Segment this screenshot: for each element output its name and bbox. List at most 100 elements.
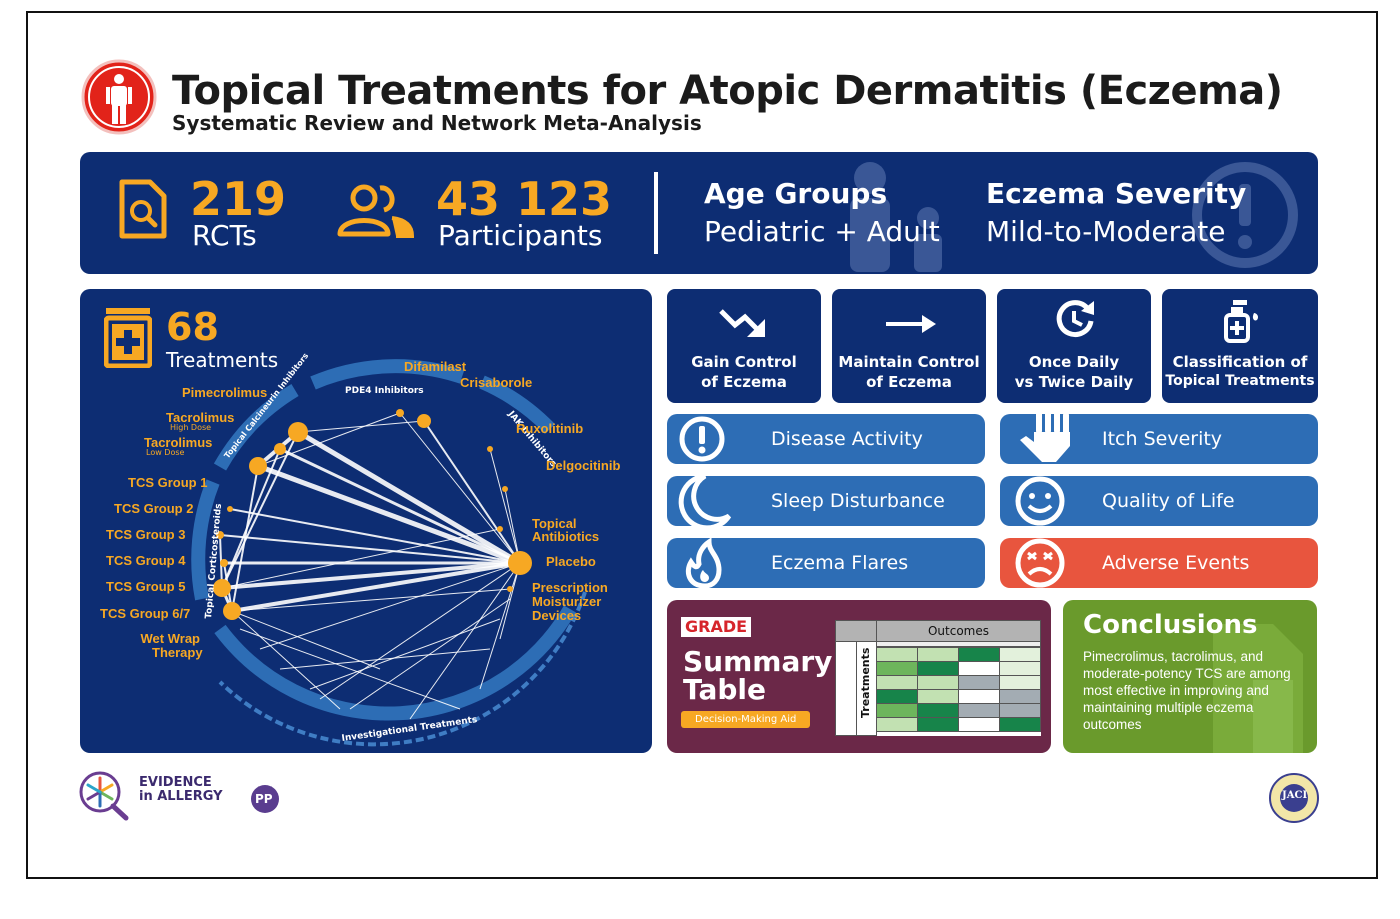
tile-once-daily-line1: Once Daily bbox=[1028, 353, 1120, 371]
outcome-sleep-disturbance-label: Sleep Disturbance bbox=[771, 490, 945, 512]
label-tacrolimus-high: Tacrolimus bbox=[166, 410, 235, 425]
label-tacrolimus-low: Tacrolimus bbox=[144, 435, 213, 450]
node-tcs4 bbox=[220, 559, 228, 567]
grade-tag: Decision-Making Aid bbox=[681, 711, 811, 728]
outcome-itch-severity[interactable]: Itch Severity bbox=[1000, 406, 1318, 464]
label-crisaborole: Crisaborole bbox=[460, 375, 533, 390]
node-tcs5 bbox=[213, 579, 231, 597]
label-tcs-group-67: TCS Group 6/7 bbox=[100, 606, 191, 621]
conclusions-panel: Conclusions Pimecrolimus, tacrolimus, an… bbox=[1063, 600, 1317, 753]
outcome-sleep-disturbance[interactable]: Sleep Disturbance bbox=[667, 473, 985, 530]
age-groups-value: Pediatric + Adult bbox=[704, 215, 940, 248]
moon-icon bbox=[678, 473, 732, 530]
tile-maintain-control[interactable]: Maintain Control of Eczema bbox=[832, 289, 986, 403]
medicine-box-icon bbox=[104, 308, 152, 368]
node-topical-antibiotics bbox=[497, 526, 503, 532]
participants-label: Participants bbox=[438, 219, 603, 252]
label-prescription: Prescription bbox=[532, 580, 608, 595]
document-search-icon bbox=[119, 179, 167, 239]
evidence-logo-line2: in ALLERGY bbox=[139, 789, 223, 804]
tcs-arc bbox=[191, 479, 220, 601]
tile-gain-control-line1: Gain Control bbox=[691, 353, 797, 371]
label-difamilast: Difamilast bbox=[404, 359, 467, 374]
age-groups-title: Age Groups bbox=[704, 177, 888, 210]
pump-bottle-icon bbox=[1224, 300, 1258, 343]
calcineurin-ring-label: Topical Calcineurin Inhibitors bbox=[222, 351, 310, 460]
outcome-quality-of-life[interactable]: Quality of Life bbox=[1000, 476, 1318, 526]
grade-panel: GRADE Summary Table Decision-Making Aid … bbox=[667, 600, 1051, 753]
node-tacrolimus-high bbox=[274, 443, 286, 455]
node-tcs67 bbox=[223, 602, 241, 620]
severity-title: Eczema Severity bbox=[986, 177, 1247, 210]
outcome-disease-activity[interactable]: Disease Activity bbox=[667, 414, 985, 464]
pde4-arc bbox=[310, 359, 465, 390]
outcome-adverse-events-label: Adverse Events bbox=[1102, 552, 1250, 574]
conclusions-text: Pimecrolimus, tacrolimus, and moderate-p… bbox=[1083, 649, 1291, 732]
conclusions-title: Conclusions bbox=[1083, 610, 1258, 640]
jtf-pp-text: PP bbox=[255, 792, 273, 806]
sick-face-icon bbox=[1015, 538, 1065, 588]
label-wet-wrap-therapy: Therapy bbox=[152, 645, 203, 660]
people-icon bbox=[337, 184, 415, 238]
stats-banner: 219 RCTs 43 123 Participants Age Groups … bbox=[80, 152, 1318, 274]
divider bbox=[654, 172, 658, 254]
node-ruxolitinib bbox=[487, 446, 493, 452]
grade-summary-table: Outcomes Treatments bbox=[835, 620, 1041, 736]
outcome-quality-of-life-label: Quality of Life bbox=[1102, 490, 1235, 512]
node-tacrolimus-low bbox=[249, 457, 267, 475]
node-pimecrolimus bbox=[288, 422, 308, 442]
outcome-eczema-flares[interactable]: Eczema Flares bbox=[667, 538, 985, 589]
person-alert-icon bbox=[81, 59, 157, 135]
jtf-pp-logo: JTF bbox=[237, 769, 293, 825]
network-nodes bbox=[213, 409, 532, 620]
smiley-face-icon bbox=[1015, 476, 1065, 526]
grade-badge: GRADE bbox=[681, 617, 752, 637]
label-ruxolitinib: Ruxolitinib bbox=[516, 421, 584, 436]
clock-refresh-icon bbox=[1056, 300, 1094, 338]
treatments-count: 68 bbox=[166, 305, 219, 349]
label-devices: Devices bbox=[532, 608, 582, 623]
outcome-adverse-events[interactable]: Adverse Events bbox=[1000, 538, 1318, 588]
grade-outcomes-header: Outcomes bbox=[876, 620, 1041, 642]
outcome-disease-activity-label: Disease Activity bbox=[771, 428, 923, 450]
label-tacrolimus-high-dose: High Dose bbox=[170, 423, 212, 432]
investigational-arc bbox=[214, 605, 577, 721]
alert-watermark-icon bbox=[1192, 162, 1298, 268]
tile-maintain-control-line1: Maintain Control bbox=[838, 353, 980, 371]
calcineurin-arc bbox=[213, 383, 299, 471]
label-wet-wrap: Wet Wrap bbox=[140, 631, 200, 646]
label-delgocitinib: Delgocitinib bbox=[546, 458, 621, 473]
tile-once-vs-twice[interactable]: Once Daily vs Twice Daily bbox=[997, 289, 1151, 403]
label-placebo: Placebo bbox=[546, 554, 596, 569]
tile-gain-control-line2: of Eczema bbox=[701, 373, 787, 391]
node-placebo bbox=[508, 551, 532, 575]
grade-grid bbox=[876, 647, 1041, 732]
tile-maintain-control-line2: of Eczema bbox=[866, 373, 952, 391]
evidence-in-allergy-logo bbox=[79, 771, 129, 821]
label-moisturizer: Moisturizer bbox=[532, 594, 602, 609]
tile-gain-control[interactable]: Gain Control of Eczema bbox=[667, 289, 821, 403]
node-delgocitinib bbox=[502, 486, 508, 492]
page-subtitle: Systematic Review and Network Meta-Analy… bbox=[172, 111, 702, 135]
treatments-label: Treatments bbox=[166, 348, 279, 372]
trend-down-arrow-icon bbox=[719, 309, 765, 337]
pde4-ring-label: PDE4 Inhibitors bbox=[345, 386, 424, 396]
node-prescription-moisturizer bbox=[507, 586, 513, 592]
tile-once-daily-line2: vs Twice Daily bbox=[1014, 373, 1134, 391]
label-tcs-group-2: TCS Group 2 bbox=[114, 501, 194, 516]
participants-value: 43 123 bbox=[436, 172, 613, 226]
rcts-label: RCTs bbox=[192, 219, 257, 252]
tile-classification[interactable]: Classification of Topical Treatments bbox=[1162, 289, 1318, 403]
scratching-hand-icon bbox=[1020, 406, 1070, 462]
tile-classification-line2: Topical Treatments bbox=[1165, 373, 1315, 389]
family-watermark-icon bbox=[850, 162, 942, 272]
evidence-logo-line1: EVIDENCE bbox=[139, 775, 212, 790]
document-watermark-icon bbox=[1213, 624, 1303, 753]
node-tcs3 bbox=[216, 531, 224, 539]
outcome-eczema-flares-label: Eczema Flares bbox=[771, 552, 909, 574]
node-crisaborole bbox=[417, 414, 431, 428]
flame-icon bbox=[685, 538, 722, 589]
label-tcs-group-1: TCS Group 1 bbox=[128, 475, 208, 490]
grade-treatments-header: Treatments bbox=[859, 647, 872, 718]
node-tcs2 bbox=[227, 506, 233, 512]
